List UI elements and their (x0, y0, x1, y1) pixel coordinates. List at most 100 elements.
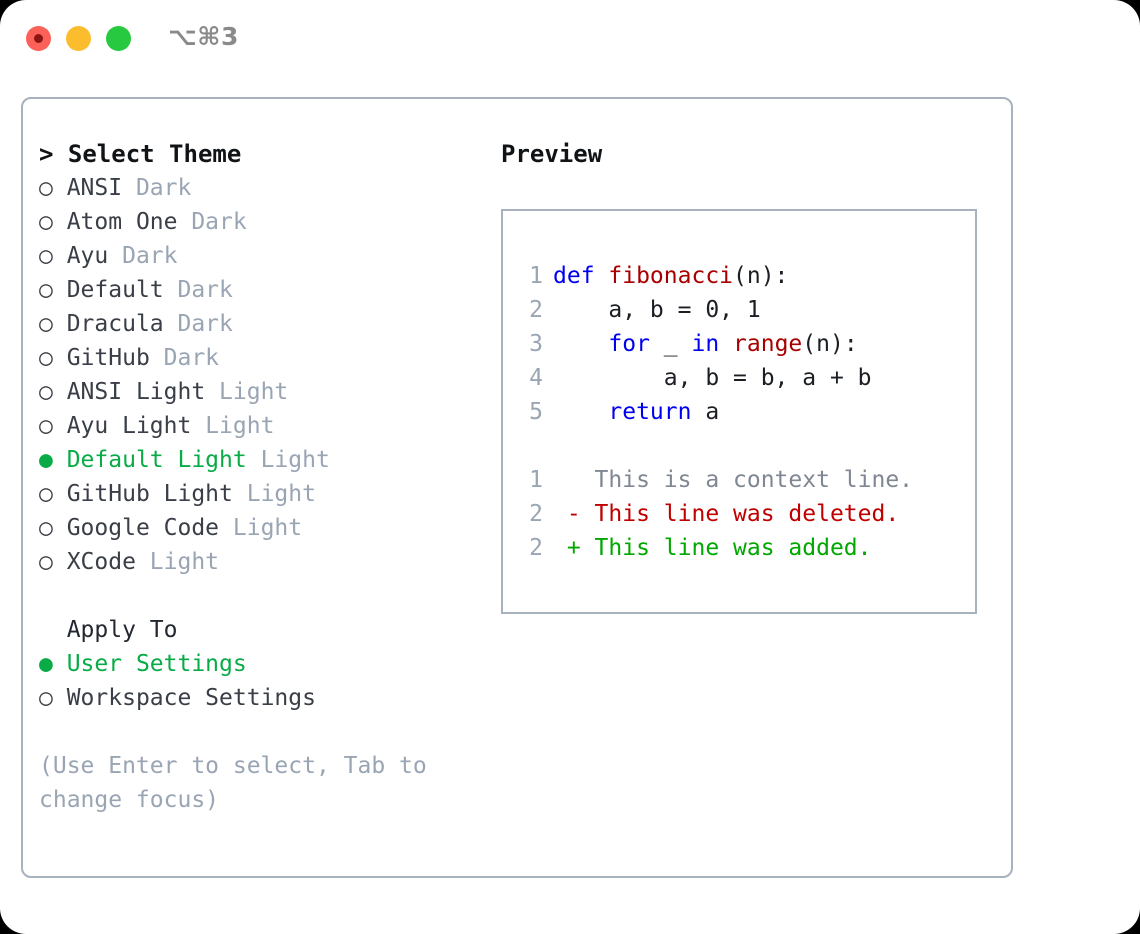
diff-line-text: + This line was added. (553, 535, 872, 561)
radio-unselected-icon: ○ (39, 379, 67, 405)
theme-variant-badge: Light (260, 447, 330, 473)
radio-unselected-icon: ○ (39, 515, 67, 541)
theme-option-default[interactable]: ○ Default Dark (39, 273, 479, 307)
keyboard-hint-text: (Use Enter to select, Tab to change focu… (39, 753, 427, 813)
apply-to-list: ● User Settings○ Workspace Settings (39, 647, 479, 715)
line-number: 1 (529, 467, 543, 493)
theme-option-ansi-light[interactable]: ○ ANSI Light Light (39, 375, 479, 409)
theme-list: ○ ANSI Dark○ Atom One Dark○ Ayu Dark○ De… (39, 171, 479, 579)
diff-line-text: This is a context line. (553, 467, 914, 493)
preview-title: Preview (501, 140, 603, 168)
code-line: 3 for _ in range(n): (517, 327, 969, 361)
line-number: 2 (529, 297, 543, 323)
theme-variant-badge: Light (219, 379, 289, 405)
code-token (553, 399, 608, 425)
radio-unselected-icon: ○ (39, 277, 67, 303)
theme-option-atom-one[interactable]: ○ Atom One Dark (39, 205, 479, 239)
code-token: def (553, 263, 609, 289)
code-line-text: for _ in range(n): (553, 331, 858, 357)
line-number: 2 (529, 501, 543, 527)
theme-option-github[interactable]: ○ GitHub Dark (39, 341, 479, 375)
theme-picker-panel: > Select Theme ○ ANSI Dark○ Atom One Dar… (21, 97, 1013, 878)
theme-variant-badge: Light (232, 515, 303, 541)
radio-unselected-icon: ○ (39, 685, 67, 711)
theme-variant-badge: Dark (135, 175, 192, 201)
theme-option-label: Ayu Light (66, 413, 206, 439)
code-token: (n): (733, 263, 789, 289)
code-token: range (733, 331, 803, 357)
code-token: in (691, 331, 734, 357)
radio-unselected-icon: ○ (39, 481, 67, 507)
titlebar-shortcut-label: ⌥⌘3 (168, 22, 239, 51)
spacer (39, 579, 479, 613)
code-token: (n): (802, 331, 858, 357)
theme-option-default-light[interactable]: ● Default Light Light (39, 443, 479, 477)
theme-variant-badge: Dark (191, 209, 247, 235)
theme-option-google-code[interactable]: ○ Google Code Light (39, 511, 479, 545)
select-theme-header: > Select Theme (39, 140, 242, 168)
theme-list-column: > Select Theme ○ ANSI Dark○ Atom One Dar… (39, 137, 479, 817)
maximize-window-button[interactable] (106, 26, 131, 51)
theme-variant-badge: Light (246, 481, 316, 507)
code-token: return (608, 399, 692, 425)
code-token: fibonacci (608, 263, 734, 289)
code-line: 2 a, b = 0, 1 (517, 293, 969, 327)
theme-option-xcode[interactable]: ○ XCode Light (39, 545, 479, 579)
theme-variant-badge: Dark (122, 243, 178, 269)
line-number: 4 (529, 365, 543, 391)
theme-option-ayu-light[interactable]: ○ Ayu Light Light (39, 409, 479, 443)
apply-to-option-workspace-settings[interactable]: ○ Workspace Settings (39, 681, 479, 715)
apply-to-header: Apply To (39, 617, 178, 643)
theme-option-label: Default (66, 277, 178, 303)
theme-option-label: Default Light (66, 447, 261, 473)
radio-unselected-icon: ○ (39, 243, 67, 269)
code-token: for (608, 331, 650, 357)
theme-option-github-light[interactable]: ○ GitHub Light Light (39, 477, 479, 511)
code-line-text: return a (553, 399, 719, 425)
theme-variant-badge: Dark (163, 345, 220, 371)
theme-option-label: Atom One (66, 209, 192, 235)
line-number: 2 (529, 535, 543, 561)
theme-option-label: ANSI (66, 175, 136, 201)
line-number: 1 (529, 263, 543, 289)
preview-spacer (517, 429, 969, 463)
radio-unselected-icon: ○ (39, 345, 67, 371)
diff-line: 2 + This line was added. (517, 531, 969, 565)
code-line-text: a, b = b, a + b (553, 365, 872, 391)
radio-unselected-icon: ○ (39, 549, 67, 575)
code-token: a, b = b, a + b (553, 365, 872, 391)
radio-selected-icon: ● (39, 651, 67, 677)
line-number: 5 (529, 399, 543, 425)
code-line-text: def fibonacci(n): (553, 263, 788, 289)
theme-option-dracula[interactable]: ○ Dracula Dark (39, 307, 479, 341)
theme-variant-badge: Light (149, 549, 220, 575)
theme-option-label: ANSI Light (66, 379, 220, 405)
code-token: a, b = 0, 1 (553, 297, 761, 323)
theme-option-ansi[interactable]: ○ ANSI Dark (39, 171, 479, 205)
diff-line: 1 This is a context line. (517, 463, 969, 497)
apply-to-option-user-settings[interactable]: ● User Settings (39, 647, 479, 681)
code-line: 5 return a (517, 395, 969, 429)
line-number: 3 (529, 331, 543, 357)
apply-to-option-label: Workspace Settings (66, 685, 316, 711)
theme-option-label: GitHub Light (66, 481, 247, 507)
apply-to-option-label: User Settings (66, 651, 247, 677)
code-token: _ (649, 331, 692, 357)
radio-unselected-icon: ○ (39, 175, 67, 201)
theme-option-label: GitHub (66, 345, 164, 371)
minimize-window-button[interactable] (66, 26, 91, 51)
code-token: a (691, 399, 720, 425)
theme-variant-badge: Light (205, 413, 275, 439)
code-line-text: a, b = 0, 1 (553, 297, 761, 323)
radio-selected-icon: ● (39, 447, 67, 473)
diff-line-text: - This line was deleted. (553, 501, 900, 527)
theme-option-ayu[interactable]: ○ Ayu Dark (39, 239, 479, 273)
titlebar: ⌥⌘3 (0, 0, 1140, 78)
theme-variant-badge: Dark (177, 277, 233, 303)
close-window-button[interactable] (26, 26, 51, 51)
theme-option-label: XCode (66, 549, 150, 575)
radio-unselected-icon: ○ (39, 209, 67, 235)
radio-unselected-icon: ○ (39, 311, 67, 337)
radio-unselected-icon: ○ (39, 413, 67, 439)
